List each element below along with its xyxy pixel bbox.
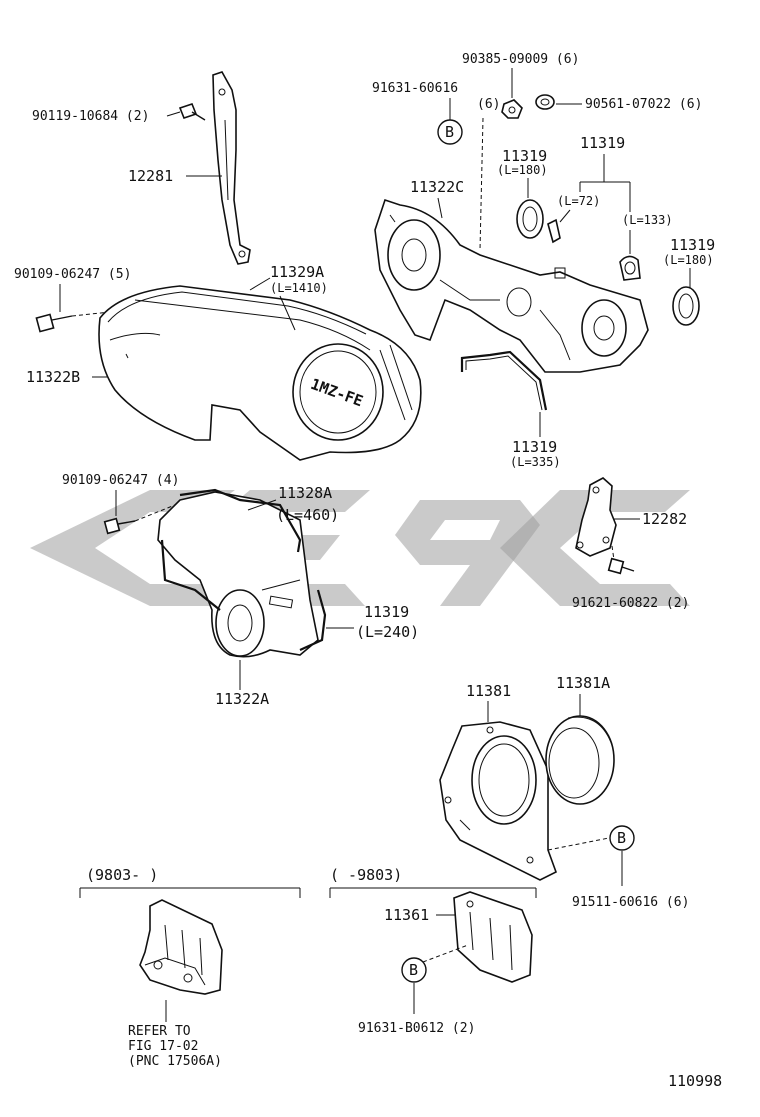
range-label-left: (9803- ) <box>86 866 158 884</box>
seal-11319-a <box>516 199 544 239</box>
label-11319-c: 11319 <box>670 236 715 254</box>
label-11319-b: 11319 <box>580 134 625 152</box>
label-11319-d-length: (L=335) <box>510 455 561 469</box>
label-11319-e-length: (L=240) <box>356 623 419 641</box>
label-11381A: 11381A <box>556 674 610 692</box>
bracket-12282 <box>575 477 617 557</box>
label-11319-e: 11319 <box>364 603 409 621</box>
callout-b-bottom: B <box>401 957 427 983</box>
timing-cover-lower-11322A <box>157 491 319 658</box>
label-91631-bottom: 91631-B0612 (2) <box>358 1021 475 1036</box>
bolt-90109-icon <box>35 313 73 333</box>
label-11328A: 11328A <box>278 484 332 502</box>
label-11329A: 11329A <box>270 263 324 281</box>
label-11319-c-length: (L=180) <box>663 253 714 267</box>
label-91631-top: 91631-60616 <box>372 81 458 96</box>
label-91511: 91511-60616 (6) <box>572 895 689 910</box>
label-11319-a: 11319 <box>502 147 547 165</box>
seal-11319-c <box>672 286 700 326</box>
label-90109-4: 90109-06247 (4) <box>62 473 179 488</box>
seal-11319-e <box>299 589 327 652</box>
label-11361: 11361 <box>384 906 429 924</box>
label-90119: 90119-10684 (2) <box>32 109 149 124</box>
label-length-72: (L=72) <box>557 194 600 208</box>
label-11322C: 11322C <box>410 178 464 196</box>
label-11328A-length: (L=460) <box>276 506 339 524</box>
label-12282: 12282 <box>642 510 687 528</box>
nut-90385-icon <box>501 99 523 119</box>
label-12281: 12281 <box>128 167 173 185</box>
seal-11319-d <box>460 350 548 411</box>
label-11381: 11381 <box>466 682 511 700</box>
washer-90561-icon <box>535 94 555 110</box>
seal-small-l72 <box>547 218 561 244</box>
callout-b-bottom-letter: B <box>409 961 418 979</box>
refer-text-line2: FIG 17-02 <box>128 1039 198 1054</box>
label-11322B: 11322B <box>26 368 80 386</box>
figure-number: 110998 <box>668 1072 722 1090</box>
seal-small-l133 <box>619 255 641 281</box>
callout-b-right-letter: B <box>617 829 626 847</box>
timing-plate-11322C <box>374 198 649 373</box>
range-label-right: ( -9803) <box>330 866 402 884</box>
engine-mount-bracket-11361 <box>453 891 533 983</box>
bracket-12281 <box>212 71 251 265</box>
bolt-90119-icon <box>178 103 206 121</box>
label-91621: 91621-60822 (2) <box>572 596 689 611</box>
label-90561: 90561-07022 (6) <box>585 97 702 112</box>
bolt-90109-b-icon <box>103 517 136 535</box>
label-90385: 90385-09009 (6) <box>462 52 579 67</box>
label-11319-d: 11319 <box>512 438 557 456</box>
label-11329A-length: (L=1410) <box>270 281 328 295</box>
label-11322A: 11322A <box>215 690 269 708</box>
timing-cover-upper-11322B <box>98 285 422 461</box>
label-90109-5: 90109-06247 (5) <box>14 267 131 282</box>
refer-text-line3: (PNC 17506A) <box>128 1054 222 1069</box>
seal-11328A <box>160 488 302 611</box>
callout-b-right: B <box>609 825 635 851</box>
engine-mount-bracket-left <box>139 899 223 995</box>
callout-b-top: B <box>437 119 463 145</box>
label-11319-a-length: (L=180) <box>497 163 548 177</box>
callout-b-top-letter: B <box>445 123 454 141</box>
label-length-133: (L=133) <box>622 213 673 227</box>
oil-seal-11381A <box>545 715 615 805</box>
label-91631-top-qty: (6) <box>477 97 500 112</box>
refer-text-line1: REFER TO <box>128 1024 191 1039</box>
oil-seal-retainer-11381 <box>439 721 557 881</box>
bolt-91621-icon <box>607 557 635 575</box>
